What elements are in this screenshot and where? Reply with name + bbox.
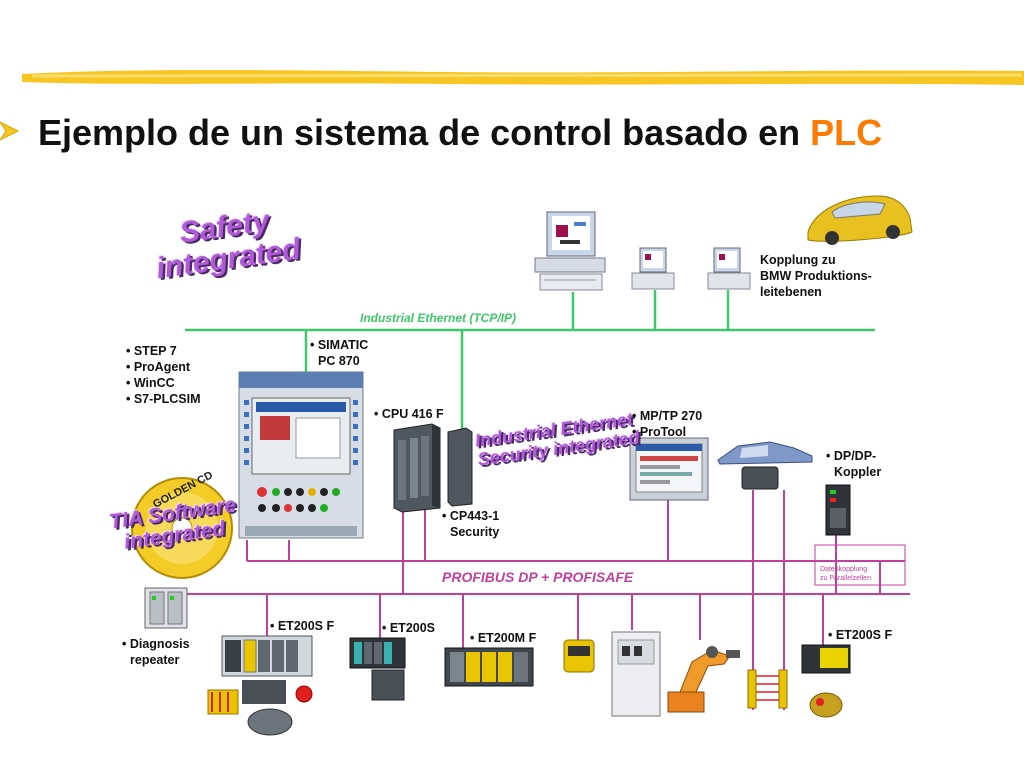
ethernet-label: Industrial Ethernet (TCP/IP) [360, 311, 517, 325]
et200s-label: • ET200S [382, 621, 436, 635]
car-body-icon [717, 441, 813, 490]
workstation-small-icon-1 [631, 247, 675, 290]
et200s-f-right-icon [801, 644, 851, 718]
workstation-small-icon-2 [707, 247, 751, 290]
ethernet-bus [185, 290, 875, 430]
header-stroke [22, 70, 1024, 85]
dp-dp-label: • DP/DP- Koppler [826, 449, 882, 479]
et200s-icon [349, 637, 406, 701]
robot-arm-icon [667, 646, 740, 713]
simatic-label: • SIMATIC PC 870 [310, 338, 369, 368]
profibus-label: PROFIBUS DP + PROFISAFE [442, 569, 634, 585]
mp-tp-label: • MP/TP 270 • ProTool [632, 409, 703, 439]
software-list: • STEP 7 • ProAgent • WinCC • S7-PLCSIM [126, 344, 201, 406]
et200m-f-icon [444, 647, 534, 687]
golden-cd-icon [131, 477, 233, 579]
light-sensor-icon [563, 639, 595, 673]
dp-dp-coupler-icon [825, 484, 851, 536]
mp-tp-panel-icon [629, 437, 709, 501]
cpu-rack-icon [393, 423, 473, 513]
et200s-f-left-icon [207, 635, 313, 736]
profibus-bus [164, 490, 910, 710]
diagnosis-repeater-icon [144, 587, 188, 629]
workstation-large-icon [534, 211, 606, 291]
diagnosis-label: • Diagnosis repeater [122, 637, 190, 667]
datenkopplung-box [814, 544, 906, 586]
simatic-pc-icon [238, 371, 364, 539]
et200m-f-label: • ET200M F [470, 631, 537, 645]
page-title: Ejemplo de un sistema de control basado … [38, 112, 883, 153]
et200s-f-right-label: • ET200S F [828, 628, 893, 642]
car-icon [807, 195, 913, 245]
control-cabinet-icon [611, 631, 661, 717]
cp443-label: • CP443-1 Security [442, 509, 500, 539]
datenkopplung-label: Datenkopplung zu Parallelzellen [820, 566, 871, 582]
cpu-label: • CPU 416 F [374, 407, 444, 421]
title-arrow-icon [0, 121, 20, 141]
kopplung-label: Kopplung zu BMW Produktions- leitebenen [760, 253, 872, 299]
light-curtain-icon [747, 669, 788, 709]
et200s-f-left-label: • ET200S F [270, 619, 335, 633]
